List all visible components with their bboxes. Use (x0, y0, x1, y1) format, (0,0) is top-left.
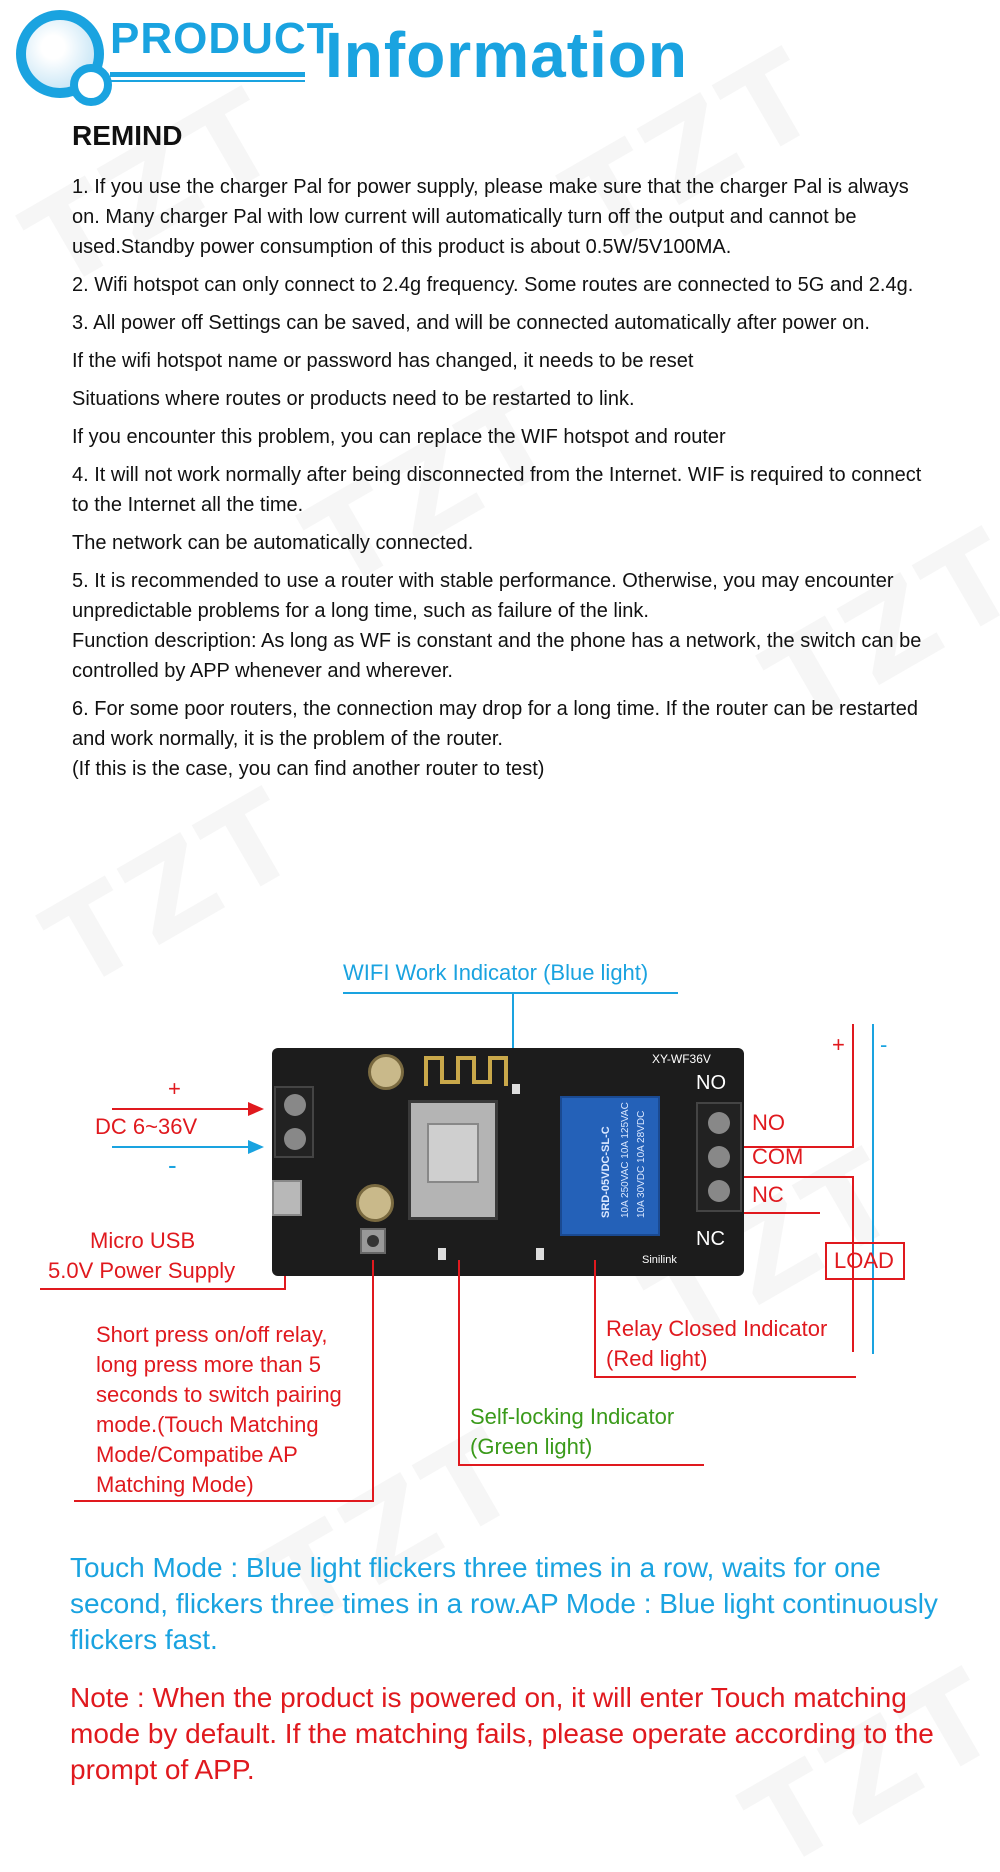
load-minus-label: - (880, 1032, 888, 1057)
capacitor (368, 1054, 404, 1090)
leader-line (872, 1024, 874, 1354)
board-nc-silkscreen: NC (696, 1228, 725, 1250)
dc-plus-label: + (168, 1076, 181, 1101)
header-underline (110, 72, 305, 77)
leader-line (594, 1260, 596, 1378)
usb-label-line1: Micro USB (90, 1228, 196, 1253)
dc-input-label: DC 6~36V (95, 1114, 198, 1139)
arrow-right-icon (248, 1102, 264, 1116)
green-led (438, 1248, 446, 1260)
remind-paragraph: 2. Wifi hotspot can only connect to 2.4g… (72, 274, 914, 296)
header-product-word: PRODUCT (110, 14, 335, 63)
terminal-nc-label: NC (752, 1182, 784, 1207)
board-brand: Sinilink (642, 1254, 677, 1266)
remind-paragraph: Situations where routes or products need… (72, 388, 635, 410)
dc-minus-arrow (112, 1146, 252, 1148)
relay-board: SRD-05VDC-SL-C 10A 250VAC 10A 125VAC 10A… (272, 1048, 744, 1276)
blue-led (512, 1084, 520, 1094)
wifi-module (408, 1100, 498, 1220)
remind-text: 1. If you use the charger Pal for power … (72, 172, 932, 792)
remind-paragraph: 4. It will not work normally after being… (72, 464, 922, 516)
relay-text: 10A 250VAC 10A 125VAC (620, 1102, 631, 1218)
antenna-icon (424, 1056, 508, 1086)
page-header: PRODUCT Information (0, 0, 1000, 110)
wifi-indicator-label: WIFI Work Indicator (Blue light) (343, 960, 649, 985)
leader-line (852, 1176, 854, 1352)
relay-closed-indicator-label: Relay Closed Indicator (Red light) (606, 1316, 828, 1371)
wiring-diagram: WIFI Work Indicator (Blue light) + DC 6~… (0, 950, 1000, 1510)
header-information-word: Information (325, 19, 688, 91)
arrow-right-icon (248, 1140, 264, 1154)
leader-line (458, 1260, 460, 1466)
red-led (536, 1248, 544, 1260)
leader-line (852, 1024, 854, 1148)
remind-paragraph: 6. For some poor routers, the connection… (72, 698, 918, 750)
remind-paragraph: 5. It is recommended to use a router wit… (72, 570, 894, 622)
dc-plus-arrow (112, 1108, 252, 1110)
default-mode-note: Note : When the product is powered on, i… (70, 1682, 934, 1785)
load-label: LOAD (834, 1248, 894, 1273)
terminal-no-label: NO (752, 1110, 785, 1135)
board-no-silkscreen: NO (696, 1072, 726, 1094)
leader-line (512, 994, 514, 1060)
leader-line (343, 992, 678, 994)
remind-paragraph: 1. If you use the charger Pal for power … (72, 176, 909, 258)
relay-text: 10A 30VDC 10A 28VDC (636, 1110, 647, 1218)
terminal-com-label: COM (752, 1144, 804, 1169)
leader-line (372, 1260, 374, 1502)
remind-paragraph: If the wifi hotspot name or password has… (72, 350, 694, 372)
remind-paragraph: (If this is the case, you can find anoth… (72, 758, 545, 780)
header-underline (110, 80, 305, 82)
remind-paragraph: 3. All power off Settings can be saved, … (72, 312, 870, 334)
relay: SRD-05VDC-SL-C 10A 250VAC 10A 125VAC 10A… (560, 1096, 660, 1236)
usb-label-line2: 5.0V Power Supply (48, 1258, 236, 1283)
touch-mode-note: Touch Mode : Blue light flickers three t… (70, 1552, 938, 1655)
relay-text: SRD-05VDC-SL-C (600, 1126, 612, 1218)
leader-line (744, 1176, 854, 1178)
capacitor (356, 1184, 394, 1222)
dc-minus-label: - (168, 1150, 177, 1180)
pairing-button (360, 1228, 386, 1254)
remind-paragraph: The network can be automatically connect… (72, 532, 474, 554)
remind-paragraph: Function description: As long as WF is c… (72, 630, 922, 682)
leader-line (40, 1288, 286, 1290)
board-model-silkscreen: XY-WF36V (652, 1052, 711, 1066)
button-description: Short press on/off relay, long press mor… (96, 1322, 342, 1497)
leader-line (458, 1464, 704, 1466)
load-plus-label: + (832, 1032, 845, 1057)
load-box (825, 1242, 905, 1280)
self-locking-indicator-label: Self-locking Indicator (Green light) (470, 1404, 675, 1459)
leader-line (594, 1376, 856, 1378)
remind-title: REMIND (72, 120, 183, 151)
output-terminal (696, 1102, 742, 1212)
brand-logo-icon (16, 10, 112, 106)
remind-paragraph: If you encounter this problem, you can r… (72, 426, 726, 448)
leader-line (74, 1500, 374, 1502)
power-terminal (274, 1086, 314, 1158)
leader-line (744, 1212, 820, 1214)
micro-usb-port (272, 1180, 302, 1216)
leader-line (744, 1146, 854, 1148)
